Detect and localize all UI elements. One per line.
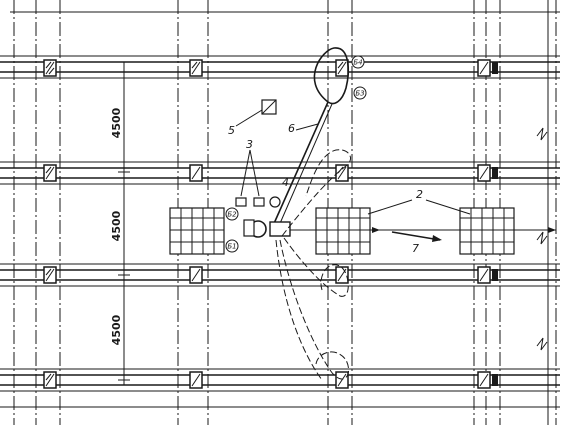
dimension-chain: 4500 4500 4500	[110, 61, 130, 385]
callout-circle: 4	[282, 176, 289, 189]
break-marks	[536, 127, 548, 351]
crane-position-label: Б2	[227, 211, 237, 219]
column-block	[477, 164, 498, 182]
column-block	[335, 164, 349, 182]
vertical-axes	[13, 0, 557, 425]
column-block	[43, 371, 57, 389]
column-block	[43, 164, 57, 182]
column-block	[477, 266, 498, 284]
column-block	[477, 371, 498, 389]
column-block	[335, 266, 349, 284]
callout-crane: 6	[288, 122, 295, 135]
item-square	[235, 99, 277, 127]
column-block	[189, 59, 203, 77]
column-block	[477, 59, 498, 77]
callout-supports: 3	[246, 138, 253, 151]
callout-direction: 7	[412, 242, 419, 255]
column-block	[189, 164, 203, 182]
column-blocks	[43, 59, 498, 389]
crane-position-markers: Б1 Б2 Б3 Б4	[225, 55, 367, 253]
column-block	[43, 59, 57, 77]
column-block	[189, 266, 203, 284]
beam-package	[459, 207, 515, 255]
transport-track	[290, 227, 556, 242]
column-block	[43, 266, 57, 284]
crane-position-label: Б1	[227, 243, 236, 251]
item-circle	[269, 196, 281, 208]
dimension-label: 4500	[110, 314, 123, 345]
crane-position-label: Б4	[353, 59, 362, 67]
callout-leaders	[295, 123, 471, 215]
item-supports	[235, 149, 265, 207]
callout-square: 5	[228, 124, 235, 137]
dimension-label: 4500	[110, 107, 123, 138]
callout-packages: 2	[416, 188, 423, 201]
column-block	[335, 59, 349, 77]
column-block	[335, 371, 349, 389]
crane-alternate-paths	[275, 149, 351, 381]
beam-package	[315, 207, 371, 255]
crane-position-label: Б3	[355, 90, 364, 98]
beam-package	[169, 207, 225, 255]
column-block	[189, 371, 203, 389]
girder-rows	[0, 55, 560, 408]
dimension-label: 4500	[110, 210, 123, 241]
crane	[243, 47, 349, 238]
